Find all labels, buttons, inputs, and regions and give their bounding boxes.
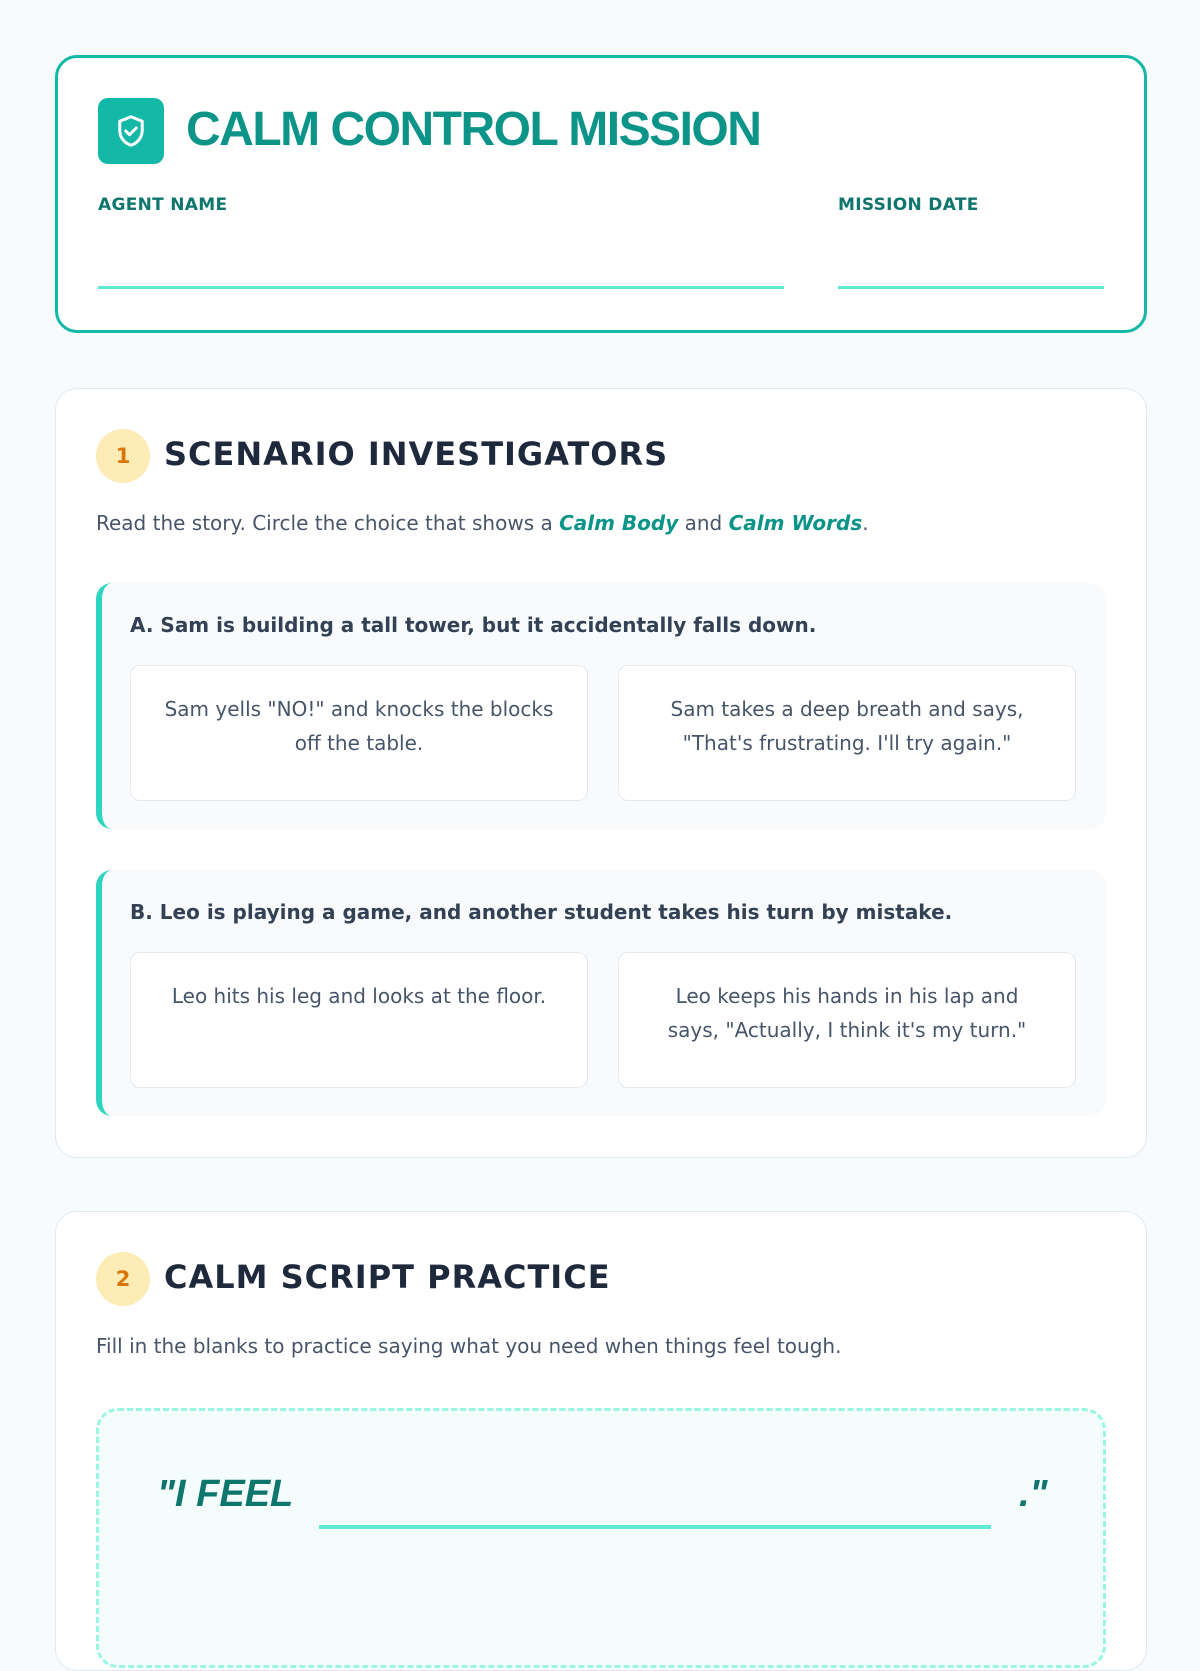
choice-option[interactable]: Leo hits his leg and looks at the floor.	[130, 952, 588, 1088]
choice-option[interactable]: Sam yells "NO!" and knocks the blocks of…	[130, 665, 588, 801]
section-instructions: Read the story. Circle the choice that s…	[96, 511, 869, 535]
section-title: SCENARIO INVESTIGATORS	[164, 435, 669, 473]
mission-date-label: MISSION DATE	[838, 195, 979, 215]
calm-script-box: "I FEEL ."	[96, 1408, 1106, 1668]
choice-option[interactable]: Leo keeps his hands in his lap and says,…	[618, 952, 1076, 1088]
intro-text: .	[862, 511, 869, 535]
section-instructions: Fill in the blanks to practice saying wh…	[96, 1334, 842, 1358]
intro-text: Read the story. Circle the choice that s…	[96, 511, 560, 535]
scenario-question: A. Sam is building a tall tower, but it …	[130, 613, 817, 637]
script-start-text: "I FEEL	[157, 1473, 294, 1515]
shield-check-icon	[98, 98, 164, 164]
agent-name-label: AGENT NAME	[98, 195, 228, 215]
scenario-a: A. Sam is building a tall tower, but it …	[96, 583, 1106, 829]
mission-date-field[interactable]	[838, 286, 1104, 289]
section-number: 1	[96, 429, 150, 483]
feeling-blank-field[interactable]	[319, 1525, 991, 1529]
scenario-question: B. Leo is playing a game, and another st…	[130, 900, 953, 924]
scenario-b: B. Leo is playing a game, and another st…	[96, 870, 1106, 1116]
page-title: CALM CONTROL MISSION	[186, 103, 762, 156]
mission-header: CALM CONTROL MISSION AGENT NAME MISSION …	[55, 55, 1147, 333]
script-end-text: ."	[1019, 1473, 1048, 1515]
intro-text: and	[678, 511, 729, 535]
calm-body-emphasis: Calm Body	[559, 511, 679, 535]
script-section: 2 CALM SCRIPT PRACTICE Fill in the blank…	[55, 1211, 1147, 1671]
section-title: CALM SCRIPT PRACTICE	[164, 1258, 611, 1296]
section-number: 2	[96, 1252, 150, 1306]
scenario-section: 1 SCENARIO INVESTIGATORS Read the story.…	[55, 388, 1147, 1158]
agent-name-field[interactable]	[98, 286, 784, 289]
calm-words-emphasis: Calm Words	[728, 511, 863, 535]
choice-option[interactable]: Sam takes a deep breath and says, "That'…	[618, 665, 1076, 801]
